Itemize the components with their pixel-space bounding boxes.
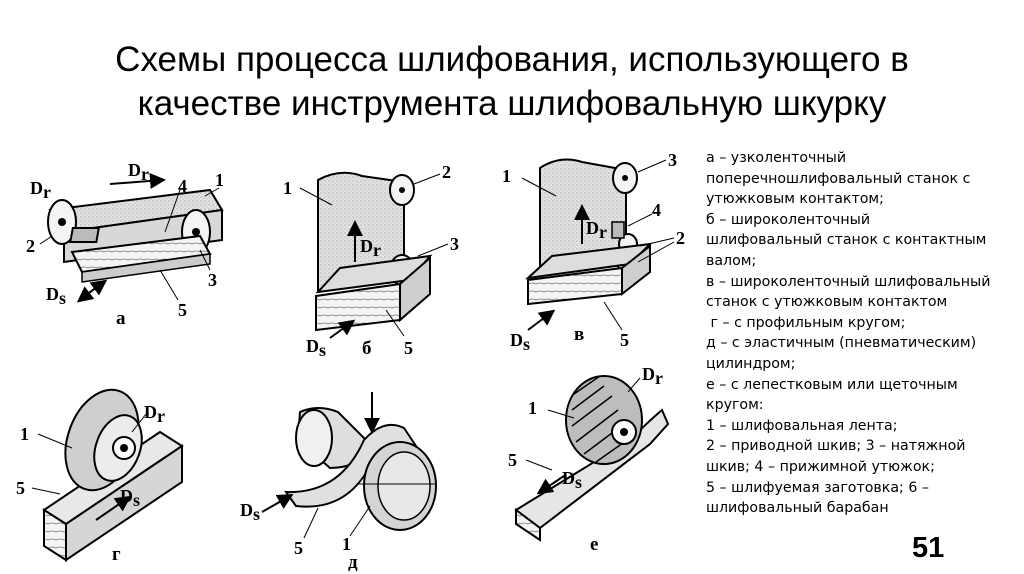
legend-line: шкив; 4 – прижимной утюжок; bbox=[706, 458, 935, 475]
drawing-b-n1: 1 bbox=[283, 178, 292, 198]
svg-text:Dr: Dr bbox=[128, 160, 149, 184]
drawing-e-ds-label: D bbox=[562, 468, 575, 488]
svg-text:Ds: Ds bbox=[120, 486, 140, 510]
slide-title: Схемы процесса шлифования, использующего… bbox=[0, 38, 1024, 126]
drawing-v-n4: 4 bbox=[652, 200, 661, 220]
drawing-d-ds-label: D bbox=[240, 500, 253, 520]
legend-line: 2 – приводной шкив; 3 – натяжной bbox=[706, 438, 966, 455]
drawing-e-ds-sub: s bbox=[575, 472, 582, 492]
drawing-b-dr-sub: r bbox=[373, 240, 381, 260]
drawing-b-n3: 3 bbox=[450, 234, 459, 254]
svg-text:Dr: Dr bbox=[30, 178, 51, 202]
legend-line: 1 – шлифовальная лента; bbox=[706, 417, 898, 434]
legend-line: е – с лепестковым или щеточным bbox=[706, 376, 958, 393]
drawing-d-n1: 1 bbox=[342, 534, 351, 554]
svg-text:Dr: Dr bbox=[586, 218, 607, 242]
drawing-d-n5: 5 bbox=[294, 538, 303, 558]
drawing-g-ds-label: D bbox=[120, 486, 133, 506]
drawing-v-ds-label: D bbox=[510, 330, 523, 350]
drawing-e-caption: е bbox=[590, 534, 598, 555]
legend-line: д – с эластичным (пневматическим) bbox=[706, 335, 977, 352]
title-line-2: качестве инструмента шлифовальную шкурку bbox=[137, 84, 887, 123]
drawing-v-dr-sub: r bbox=[599, 222, 607, 242]
drawing-d: Ds 5 1 д bbox=[240, 392, 437, 573]
drawing-e: 1 5 Dr Ds е bbox=[508, 364, 670, 555]
drawing-g-caption: г bbox=[112, 544, 121, 565]
legend-line: б – широколенточный bbox=[706, 211, 871, 228]
svg-text:Ds: Ds bbox=[46, 284, 66, 308]
drawing-v-n2: 2 bbox=[676, 228, 685, 248]
svg-text:Dr: Dr bbox=[642, 364, 663, 388]
svg-text:Dr: Dr bbox=[360, 236, 381, 260]
legend-line: шлифовальный барабан bbox=[706, 500, 889, 517]
drawing-v-pressure-shoe bbox=[611, 221, 625, 239]
drawing-e-dr-label: D bbox=[642, 364, 655, 384]
drawing-a-n2: 2 bbox=[26, 236, 35, 256]
drawing-b-n2: 2 bbox=[442, 162, 451, 182]
legend-line: в – широколенточный шлифовальный bbox=[706, 273, 991, 290]
page-number: 51 bbox=[912, 532, 945, 564]
drawing-g-ds-sub: s bbox=[133, 490, 140, 510]
drawing-a-dr-label: D bbox=[30, 178, 43, 198]
drawing-v-dr-label: D bbox=[586, 218, 599, 238]
legend-text: а – узколенточный поперечношлифовальный … bbox=[706, 148, 1022, 519]
drawing-a-ds-sub: s bbox=[59, 288, 66, 308]
drawing-d-caption: д bbox=[348, 552, 358, 573]
legend-line: станок с утюжковым контактом bbox=[706, 294, 948, 311]
drawing-g-dr-sub: r bbox=[157, 406, 165, 426]
drawing-a-dr-top-label: D bbox=[128, 160, 141, 180]
drawing-b-caption: б bbox=[362, 338, 372, 359]
drawing-b: 1 2 3 5 Dr Ds б bbox=[283, 162, 459, 360]
drawing-a-caption: а bbox=[116, 308, 126, 329]
drawing-v-ds-sub: s bbox=[523, 334, 530, 354]
drawing-g-n5: 5 bbox=[16, 478, 25, 498]
drawing-g-dr-label: D bbox=[144, 402, 157, 422]
drawing-v: 1 3 4 2 5 Dr Ds в bbox=[502, 150, 685, 354]
drawing-b-n5: 5 bbox=[404, 338, 413, 358]
legend-line: г – с профильным кругом; bbox=[706, 314, 906, 331]
drawing-a-dr-sub: r bbox=[43, 182, 51, 202]
svg-text:Ds: Ds bbox=[240, 500, 260, 524]
legend-line: утюжковым контактом; bbox=[706, 191, 884, 208]
legend-line: кругом: bbox=[706, 397, 764, 414]
svg-text:Ds: Ds bbox=[510, 330, 530, 354]
drawing-g-n1: 1 bbox=[20, 424, 29, 444]
drawing-a-ds-label: D bbox=[46, 284, 59, 304]
drawing-a-n5: 5 bbox=[178, 300, 187, 320]
drawing-b-ds-sub: s bbox=[319, 340, 326, 360]
legend-line: шлифовальный станок с контактным bbox=[706, 232, 987, 249]
drawing-v-n1: 1 bbox=[502, 166, 511, 186]
drawing-a: Dr Dr 1 4 2 3 5 Ds а bbox=[26, 160, 224, 329]
drawing-e-n1: 1 bbox=[528, 398, 537, 418]
legend-line: 5 – шлифуемая заготовка; 6 – bbox=[706, 479, 929, 496]
drawing-v-caption: в bbox=[574, 324, 584, 345]
legend-line: поперечношлифовальный станок с bbox=[706, 170, 971, 187]
svg-text:Ds: Ds bbox=[306, 336, 326, 360]
drawing-e-dr-sub: r bbox=[655, 368, 663, 388]
legend-line: а – узколенточный bbox=[706, 150, 847, 166]
drawing-a-pressure-shoe bbox=[69, 227, 100, 243]
drawing-d-ds-sub: s bbox=[253, 504, 260, 524]
drawing-a-n3: 3 bbox=[208, 270, 217, 290]
legend-line: валом; bbox=[706, 252, 757, 269]
svg-text:Ds: Ds bbox=[562, 468, 582, 492]
drawing-v-n5: 5 bbox=[620, 330, 629, 350]
drawing-a-n1: 1 bbox=[215, 170, 224, 190]
drawing-v-n3: 3 bbox=[668, 150, 677, 170]
drawing-b-ds-label: D bbox=[306, 336, 319, 356]
drawing-a-n4: 4 bbox=[178, 176, 187, 196]
legend-line: цилиндром; bbox=[706, 355, 796, 372]
drawing-b-dr-label: D bbox=[360, 236, 373, 256]
title-line-1: Схемы процесса шлифования, использующего… bbox=[115, 40, 909, 79]
drawing-e-n5: 5 bbox=[508, 450, 517, 470]
drawing-g: 1 5 Dr Ds г bbox=[16, 388, 184, 565]
svg-text:Dr: Dr bbox=[144, 402, 165, 426]
